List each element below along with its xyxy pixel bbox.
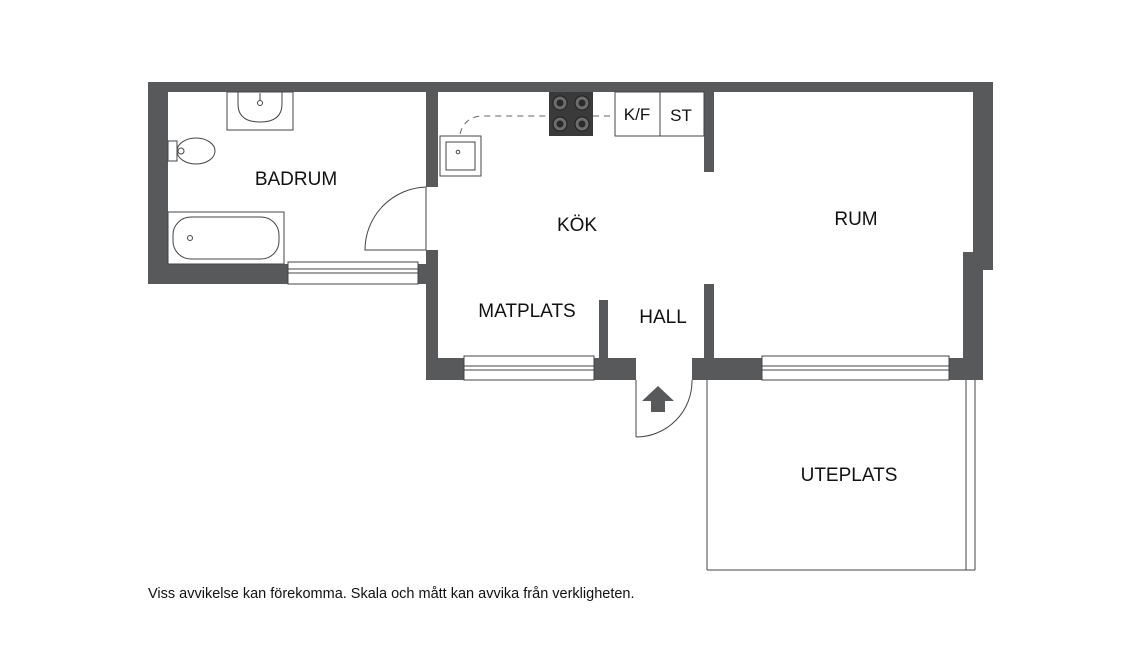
fridge-freezer-label: K/F bbox=[624, 105, 650, 124]
stove-icon bbox=[549, 92, 593, 136]
wall-bathroom-bottom bbox=[148, 264, 288, 284]
room-label-hall: HALL bbox=[639, 307, 687, 328]
wall-bottom-mid bbox=[594, 358, 636, 380]
doors bbox=[364, 186, 693, 438]
room-label-matplats: MATPLATS bbox=[478, 301, 575, 322]
door-bathroom bbox=[364, 186, 427, 251]
wall-bottom-left bbox=[426, 358, 464, 380]
uteplats-area bbox=[706, 380, 976, 571]
wardrobe-label: ST bbox=[670, 106, 692, 125]
wall-top bbox=[148, 82, 993, 92]
wall-bathroom-partition-upper bbox=[426, 92, 438, 187]
wall-bottom-right-a bbox=[692, 358, 762, 380]
washbasin-icon bbox=[226, 91, 294, 131]
walls bbox=[148, 82, 993, 380]
windows bbox=[287, 261, 950, 381]
counter-line bbox=[459, 115, 615, 135]
room-label-uteplats: UTEPLATS bbox=[801, 465, 898, 486]
disclaimer-text: Viss avvikelse kan förekomma. Skala och … bbox=[148, 586, 635, 602]
wall-matplats-left bbox=[426, 264, 438, 380]
window-rum bbox=[761, 355, 950, 381]
room-label-kok: KÖK bbox=[557, 215, 597, 236]
wall-left bbox=[148, 82, 168, 284]
wardrobe bbox=[659, 91, 705, 137]
bathtub-icon bbox=[167, 211, 285, 265]
wall-right-base bbox=[963, 252, 983, 380]
entrance-arrow-icon bbox=[642, 386, 674, 412]
room-label-rum: RUM bbox=[834, 209, 877, 230]
window-bathroom bbox=[287, 261, 419, 285]
wall-bathroom-partition-lower bbox=[426, 250, 438, 266]
toilet-icon bbox=[167, 137, 216, 165]
window-matplats bbox=[463, 355, 595, 381]
wall-rum-partition-upper bbox=[704, 92, 714, 172]
wall-rum-partition-lower bbox=[704, 284, 714, 360]
door-entrance bbox=[635, 379, 693, 438]
room-label-badrum: BADRUM bbox=[255, 169, 337, 190]
sink-icon bbox=[439, 135, 482, 177]
wall-right-upper bbox=[973, 82, 993, 252]
wall-hall-partition bbox=[599, 300, 608, 360]
